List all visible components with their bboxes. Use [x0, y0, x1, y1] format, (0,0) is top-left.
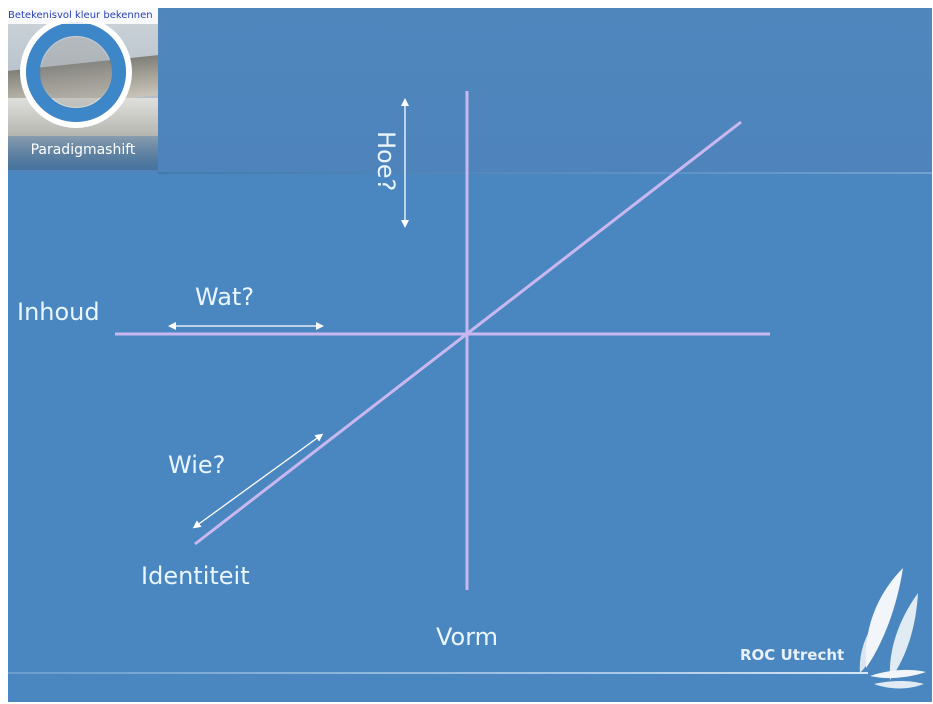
logo-top-strip — [8, 8, 158, 24]
logo-bottom-caption: Paradigmashift — [30, 142, 136, 158]
logo-bottom-strip — [8, 136, 158, 170]
identiteit-label: Identiteit — [141, 562, 250, 590]
footer-divider — [8, 672, 868, 674]
wat-label: Wat? — [195, 283, 255, 311]
roc-utrecht-wordmark: ROC Utrecht — [740, 646, 845, 664]
inhoud-label: Inhoud — [17, 298, 100, 326]
axes-diagram — [115, 91, 926, 689]
paradigmashift-logo: Betekenisvol kleur bekennen Paradigmashi… — [8, 8, 158, 170]
wie-arrow-icon — [192, 433, 324, 529]
vorm-label: Vorm — [436, 623, 499, 651]
hoe-label: Hoe? — [372, 131, 400, 192]
logo-top-caption: Betekenisvol kleur bekennen — [8, 10, 153, 21]
wie-label: Wie? — [168, 451, 226, 479]
header-band — [8, 8, 932, 173]
feather-logo-icon — [859, 568, 926, 689]
header-divider — [158, 172, 932, 174]
slide: Betekenisvol kleur bekennen Paradigmashi… — [8, 8, 932, 702]
